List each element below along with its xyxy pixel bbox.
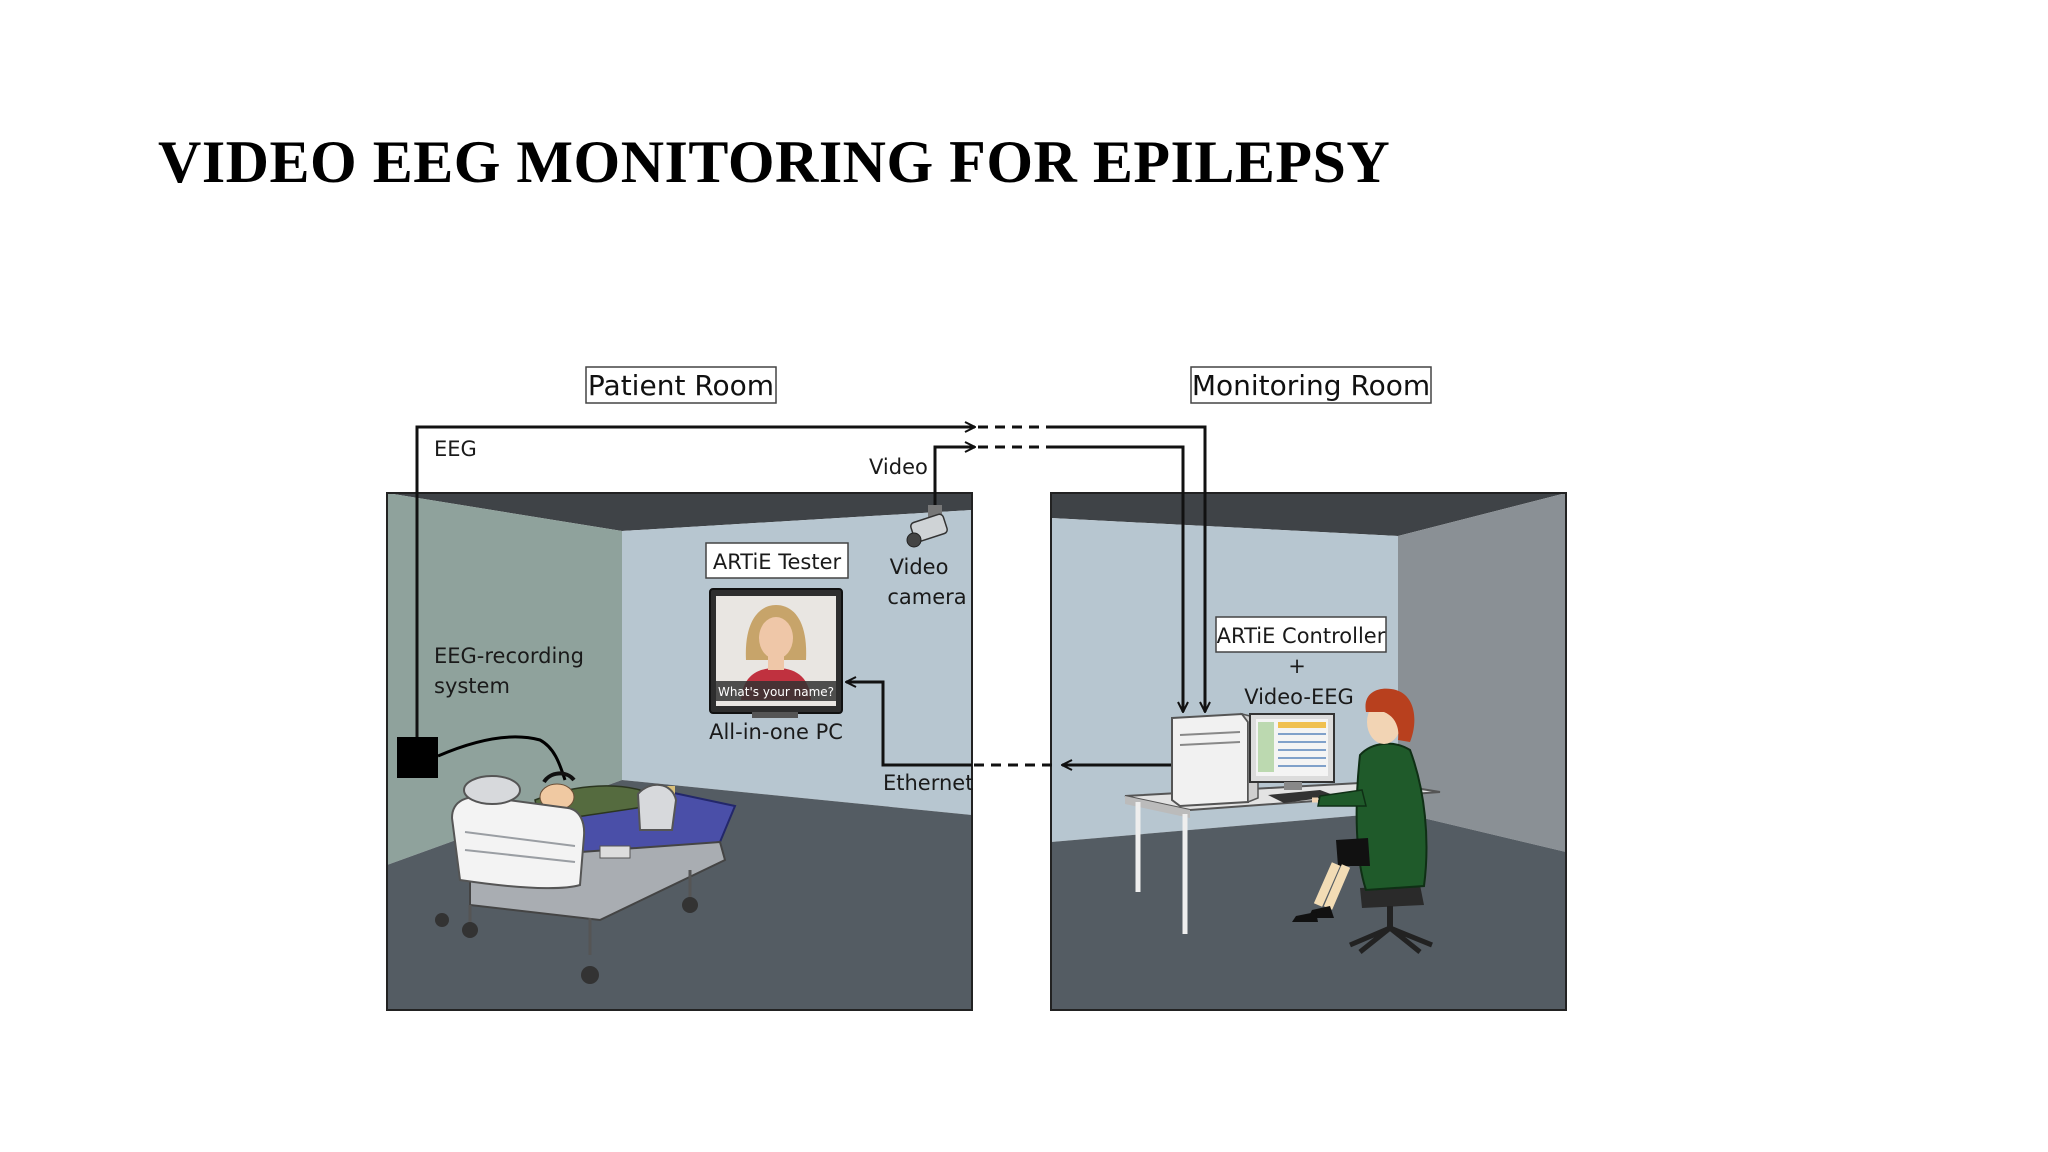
operator-hair: [1365, 688, 1415, 742]
video-eeg-label: Video-EEG: [1244, 685, 1354, 709]
all-in-one-pc-label: All-in-one PC: [709, 720, 843, 744]
hospital-bed-icon: [435, 771, 737, 984]
video-connection: [933, 447, 1183, 712]
operator-icon: [1292, 688, 1433, 954]
artie-tester-label: ARTiE Tester: [713, 550, 842, 574]
patient-room-label: Patient Room: [588, 369, 774, 402]
video-eeg-monitor: [1249, 713, 1335, 790]
monitoring-room-label-box: Monitoring Room: [1190, 366, 1432, 404]
video-camera-icon: [906, 505, 948, 548]
slide-title: VIDEO EEG MONITORING FOR EPILEPSY: [158, 129, 1391, 195]
operator-skirt: [1336, 838, 1370, 866]
artie-controller-label: ARTiE Controller: [1217, 624, 1386, 648]
monitoring-room-ceiling: [1051, 493, 1566, 536]
patient-room-label-box: Patient Room: [585, 366, 777, 404]
operator-legs: [1313, 862, 1351, 910]
bed-wheels: [435, 870, 698, 984]
patient-room-ceiling: [387, 493, 972, 531]
video-camera-label-line2: camera: [887, 585, 966, 609]
eeg-connection: [415, 427, 1205, 757]
screen-caption-bar: [716, 681, 836, 701]
eeg-system-label-line1: EEG-recording: [434, 644, 584, 668]
patient-room-frame: [386, 492, 973, 1011]
eeg-recording-system: [397, 735, 567, 781]
keyboard: [1268, 790, 1336, 803]
video-label: Video: [869, 455, 928, 479]
monitoring-room-floor: [1051, 812, 1566, 1010]
eeg-label: EEG: [434, 437, 477, 461]
pc-tower: [1171, 712, 1259, 808]
operator-chair: [1360, 885, 1424, 908]
ethernet-connection: [846, 682, 1175, 765]
eeg-system-label-line2: system: [434, 674, 510, 698]
all-in-one-pc: What's your name?: [709, 588, 843, 718]
eeg-recorder-box: [397, 737, 438, 778]
operator-jacket: [1355, 742, 1428, 892]
monitoring-room-label: Monitoring Room: [1192, 369, 1430, 402]
screen-caption: What's your name?: [718, 685, 834, 699]
artie-tester-label-box: ARTiE Tester: [705, 542, 849, 579]
pc-stand: [752, 712, 798, 718]
eeg-cable: [437, 735, 567, 781]
monitoring-room-right-wall: [1398, 493, 1566, 852]
video-camera-label-line1: Video: [890, 555, 949, 579]
monitoring-room-frame: [1050, 492, 1567, 1011]
artie-controller-label-box: ARTiE Controller: [1215, 616, 1387, 653]
ethernet-label: Ethernet: [883, 771, 973, 795]
monitoring-workstation: [1124, 712, 1441, 934]
plus-label: +: [1288, 654, 1306, 678]
bed-headboard: [450, 795, 586, 890]
